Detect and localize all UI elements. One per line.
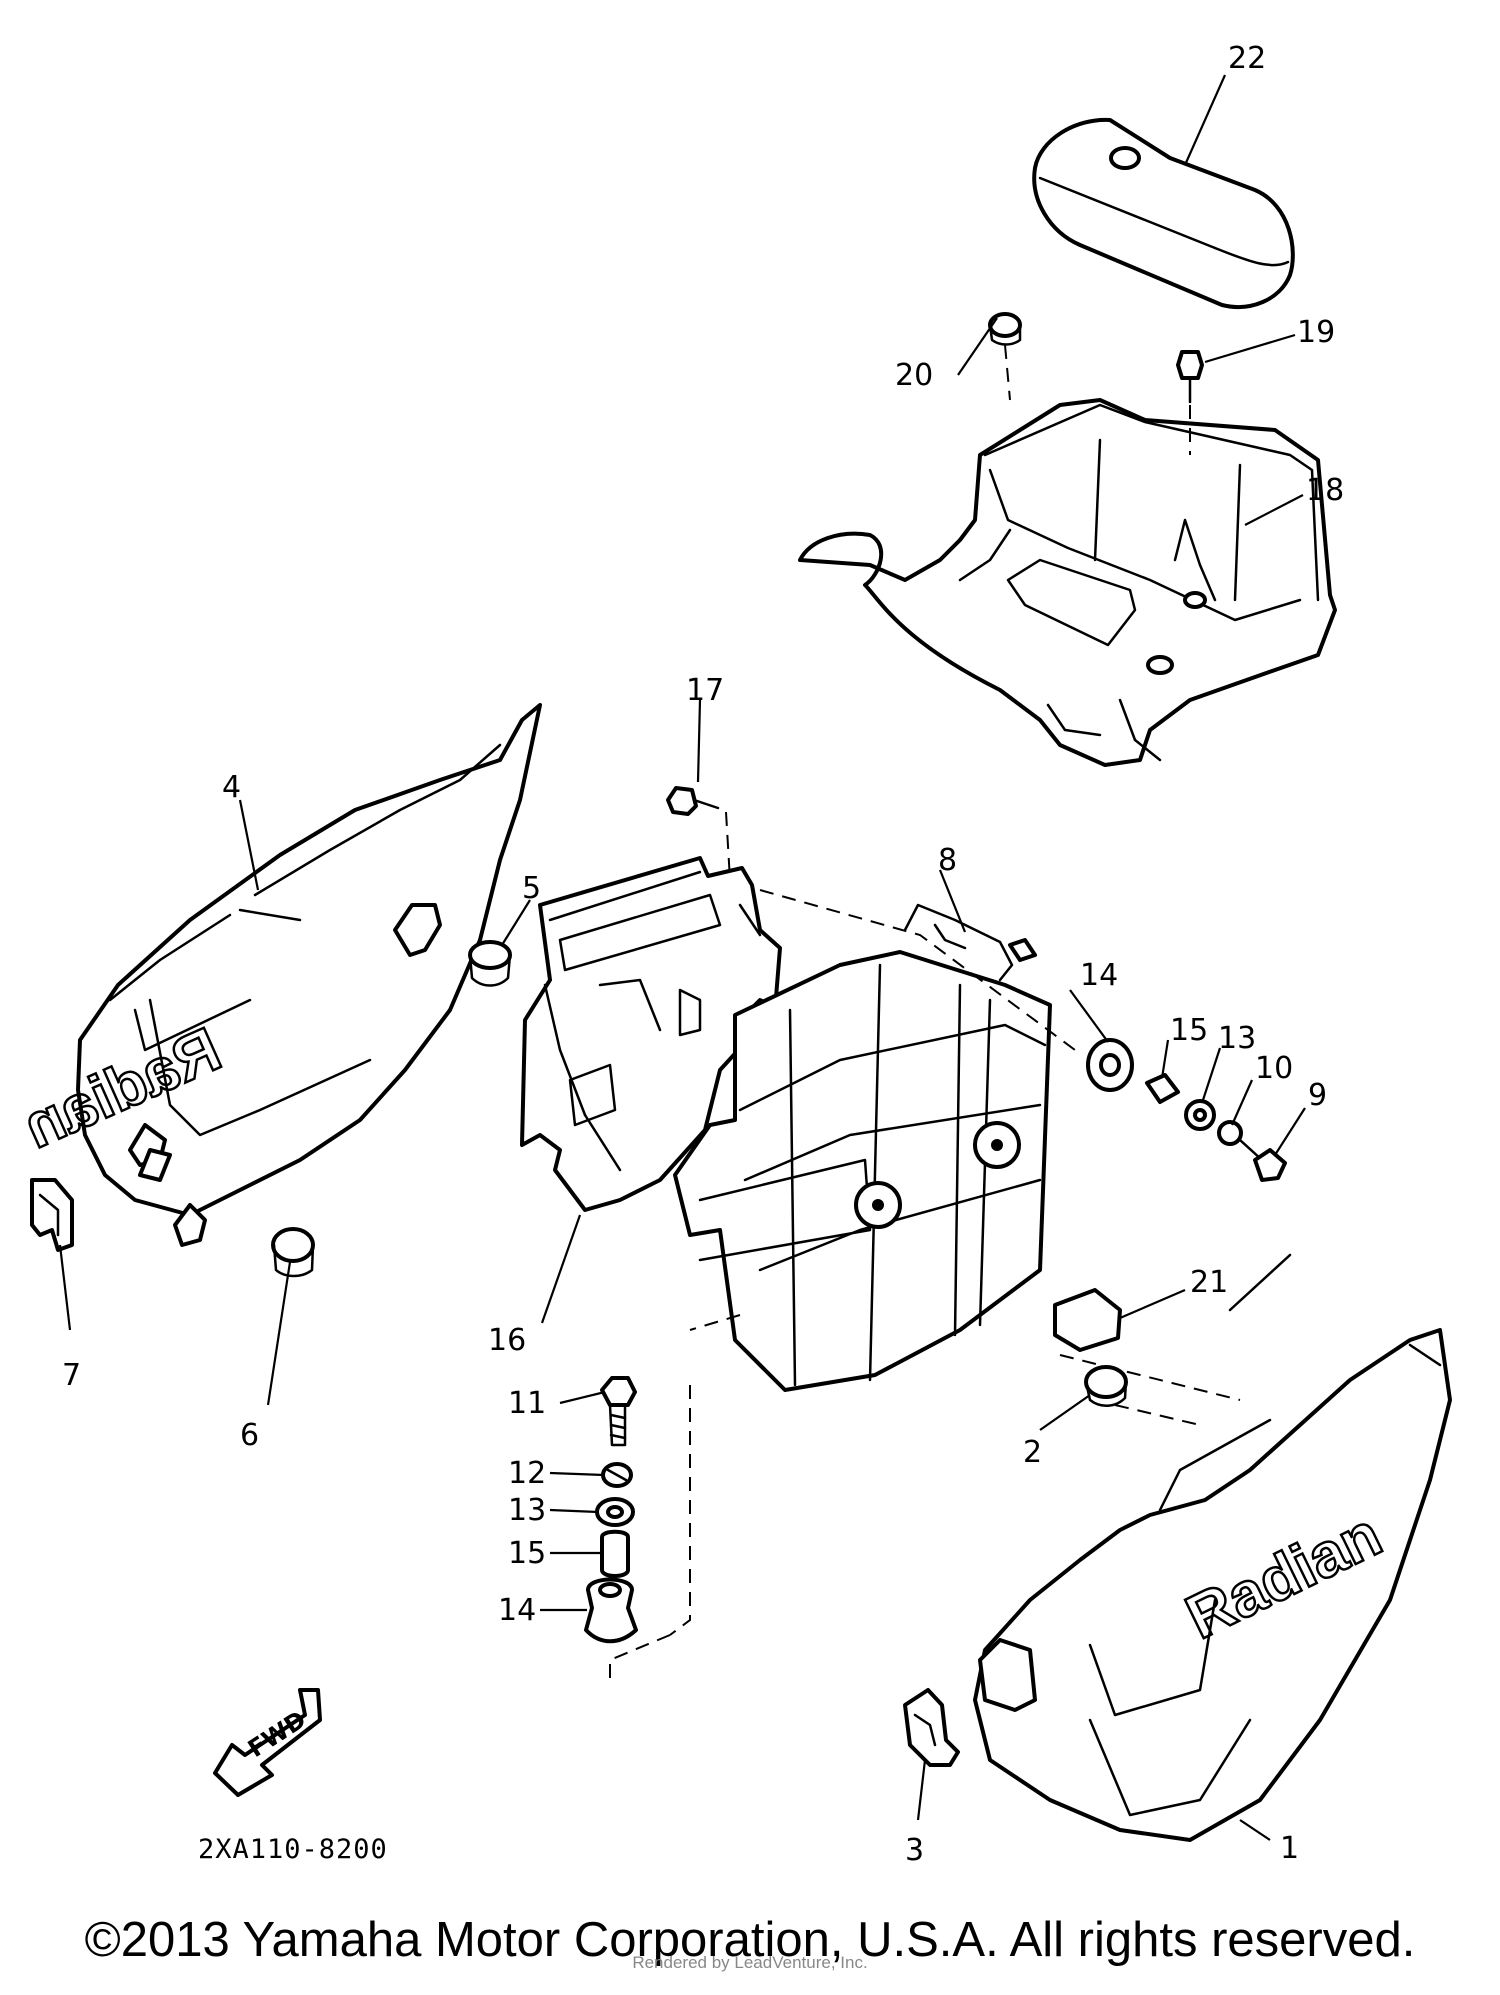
- callout-15b: 15: [508, 1536, 546, 1571]
- callout-13a: 13: [1218, 1021, 1256, 1056]
- callout-11: 11: [508, 1386, 546, 1421]
- callout-12: 12: [508, 1456, 546, 1491]
- callout-17: 17: [686, 673, 724, 708]
- part-18-battery-tray: [798, 398, 1337, 767]
- part-11-bolt: [600, 1376, 637, 1447]
- callout-1: 1: [1280, 1831, 1299, 1866]
- callout-8: 8: [938, 843, 957, 878]
- callout-9: 9: [1308, 1078, 1327, 1113]
- callout-10: 10: [1255, 1051, 1293, 1086]
- callout-16: 16: [488, 1323, 526, 1358]
- callout-numbers: 22 19 20 18 17 4 5 8 14 15 13 10 9 16 21…: [62, 41, 1344, 1868]
- callout-14a: 14: [1080, 958, 1118, 993]
- part-17-bolt: [666, 786, 720, 816]
- callout-15a: 15: [1170, 1013, 1208, 1048]
- callout-6: 6: [240, 1418, 259, 1453]
- callout-22: 22: [1228, 41, 1266, 76]
- leader-lines: [58, 74, 1306, 1841]
- callout-2: 2: [1023, 1435, 1042, 1470]
- part-14-damper-lower: [584, 1577, 638, 1644]
- callout-21: 21: [1190, 1265, 1228, 1300]
- part-15-collar-lower: [600, 1529, 630, 1578]
- part-6-grommet: [271, 1227, 315, 1278]
- part-20-grommet: [988, 312, 1022, 346]
- assembly-lines: [609, 344, 1241, 1680]
- part-3-clip: [903, 1688, 960, 1767]
- part-7-clip: [30, 1178, 74, 1252]
- part-19-bolt: [1176, 350, 1204, 404]
- part-2-grommet: [1084, 1365, 1128, 1407]
- callout-4: 4: [222, 770, 241, 805]
- callout-13b: 13: [508, 1493, 546, 1528]
- part-5-grommet: [468, 940, 512, 987]
- callout-7: 7: [62, 1358, 81, 1393]
- part-12-lock-washer: [601, 1462, 633, 1488]
- part-13-washer-right: [1184, 1099, 1216, 1131]
- callout-5: 5: [522, 871, 541, 906]
- part-10-lock-washer: [1217, 1120, 1243, 1146]
- part-22-cover-pad: [1032, 117, 1295, 309]
- copyright-notice: ©2013 Yamaha Motor Corporation, U.S.A. A…: [84, 1913, 1416, 1967]
- watermark-text: Rendered by LeadVenture, Inc.: [632, 1953, 868, 1972]
- part-13-washer-lower: [595, 1497, 635, 1527]
- callout-18: 18: [1306, 473, 1344, 508]
- part-21-pad: [1053, 1288, 1122, 1352]
- part-15-collar-right: [1145, 1073, 1180, 1104]
- diagram-code: 2XA110-8200: [198, 1834, 388, 1865]
- callout-20: 20: [895, 358, 933, 393]
- part-4-left-side-cover: Radian: [13, 703, 542, 1247]
- callout-3: 3: [905, 1833, 924, 1868]
- callout-19: 19: [1297, 315, 1335, 350]
- forward-arrow-icon: FWD: [213, 1688, 322, 1797]
- callout-14b: 14: [498, 1593, 536, 1628]
- part-14-damper-right: [1086, 1038, 1134, 1092]
- part-1-right-side-cover: Radian: [973, 1253, 1452, 1842]
- part-9-bolt: [1238, 1138, 1287, 1182]
- part-8-battery: [673, 903, 1052, 1392]
